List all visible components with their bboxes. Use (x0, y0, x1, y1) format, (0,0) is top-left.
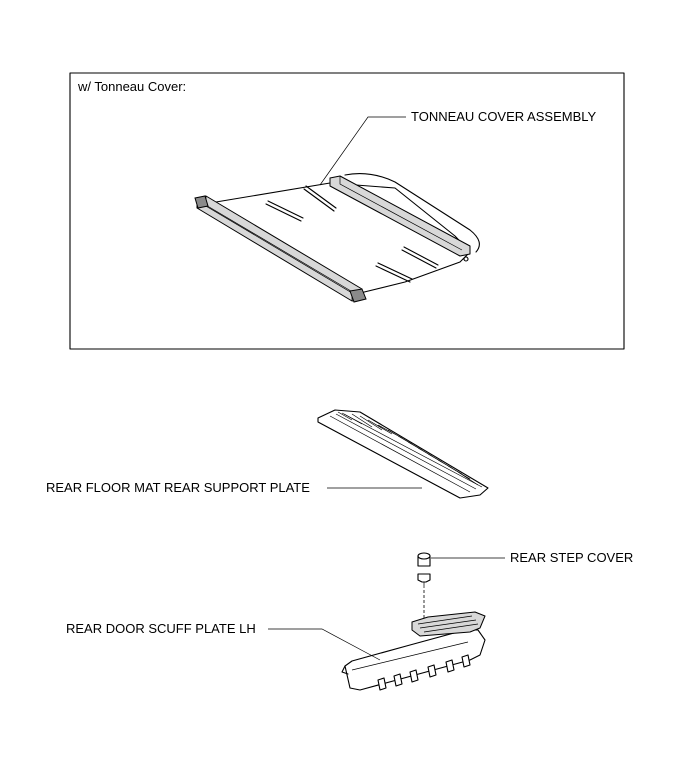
support-plate-illustration (317, 409, 489, 499)
scuff-plate-leader-line (268, 628, 381, 661)
label-tonneau-cover-assembly: TONNEAU COVER ASSEMBLY (411, 109, 597, 124)
rear-step-cover-illustration (417, 552, 431, 588)
inset-title: w/ Tonneau Cover: (77, 79, 186, 94)
scuff-plate-illustration (341, 611, 486, 691)
support-plate-ribs (329, 411, 483, 493)
tonneau-leader-line (319, 116, 406, 186)
label-rear-floor-mat-rear-support-plate: REAR FLOOR MAT REAR SUPPORT PLATE (46, 480, 310, 495)
label-rear-door-scuff-plate-lh: REAR DOOR SCUFF PLATE LH (66, 621, 256, 636)
label-rear-step-cover: REAR STEP COVER (510, 550, 633, 565)
tonneau-cover-illustration (194, 173, 480, 303)
inset-frame (69, 72, 625, 350)
